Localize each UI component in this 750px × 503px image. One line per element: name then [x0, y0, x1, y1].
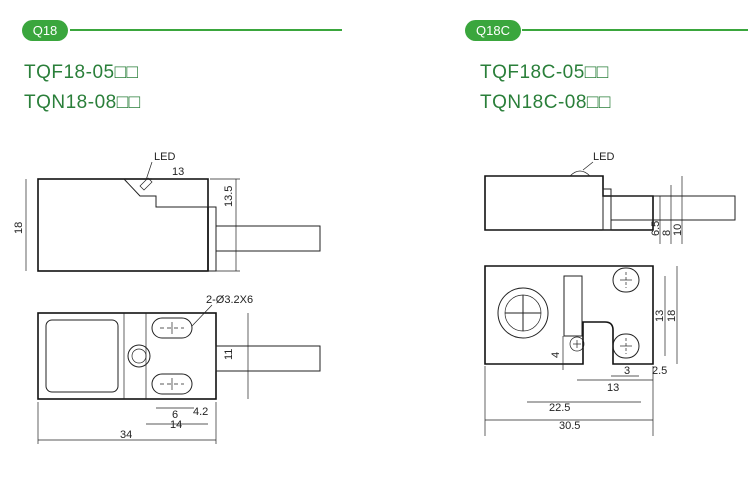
dim-14: 14	[170, 419, 182, 431]
model-code-2: TQN18C-08□□	[480, 92, 611, 113]
series-tag: Q18C	[465, 20, 521, 41]
panel-q18: Q18 TQF18-05□□ TQN18-08□□ LED 13 13.5 18	[0, 0, 370, 503]
q18-side-view: LED 13 13.5 18	[13, 151, 321, 272]
dim-10: 10	[672, 224, 684, 236]
dim-18: 18	[13, 222, 25, 234]
dim-13-vertical: 13	[654, 310, 666, 322]
dim-2-5: 2.5	[652, 365, 667, 377]
q18c-drawing: LED 6.5 8 10	[484, 151, 736, 436]
dim-6: 6	[172, 409, 178, 421]
dim-4: 4	[550, 352, 562, 358]
q18-top-view: 2-Ø3.2X6 11 6 4.2 14 34	[37, 294, 321, 444]
dim-30-5: 30.5	[559, 420, 580, 432]
model-code-2: TQN18-08□□	[24, 92, 141, 113]
holes-label: 2-Ø3.2X6	[206, 294, 253, 306]
dim-13: 13	[172, 166, 184, 178]
q18c-top-view: 13 18 4 3 2.5 13 22.5 30.5	[484, 265, 678, 436]
dim-34: 34	[120, 429, 132, 441]
led-label: LED	[154, 151, 175, 163]
led-label: LED	[593, 151, 614, 163]
dim-4-2: 4.2	[193, 406, 208, 418]
dim-3: 3	[624, 365, 630, 377]
model-code-1: TQF18C-05□□	[480, 62, 609, 83]
dim-13-horizontal: 13	[607, 382, 619, 394]
dim-22-5: 22.5	[549, 402, 570, 414]
panel-q18c: Q18C TQF18C-05□□ TQN18C-08□□ LED 6.5 8 1…	[375, 0, 750, 503]
header-rule	[522, 29, 748, 31]
dim-6-5: 6.5	[650, 221, 662, 236]
model-code-1: TQF18-05□□	[24, 62, 139, 83]
series-tag: Q18	[22, 20, 68, 41]
dim-18-vertical: 18	[666, 310, 678, 322]
header-rule	[70, 29, 342, 31]
q18-drawing: LED 13 13.5 18	[13, 151, 321, 444]
dim-11: 11	[223, 349, 235, 360]
q18c-side-view: LED 6.5 8 10	[484, 151, 736, 244]
dim-13-5: 13.5	[223, 186, 235, 207]
dim-8: 8	[661, 230, 673, 236]
